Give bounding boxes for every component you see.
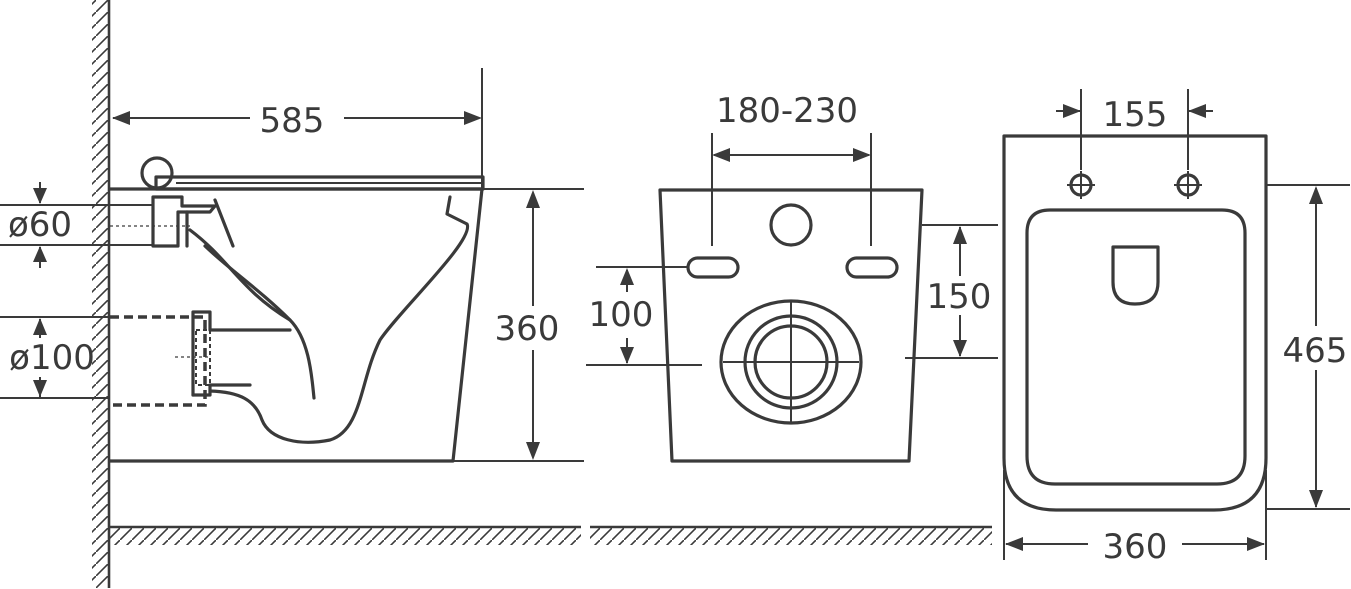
- bolt-slot-left: [686, 256, 740, 279]
- bolt-spacing-label: 180-230: [716, 91, 858, 131]
- outlet-connector: [191, 310, 292, 397]
- floor-left: [109, 525, 581, 545]
- top-view-outline: [1002, 134, 1268, 512]
- outlet-pipe-dashed: [110, 315, 207, 407]
- dim-360-top: [1003, 470, 1267, 560]
- top-width-label: 360: [1103, 527, 1168, 567]
- inlet-diameter-label: ø60: [8, 205, 72, 245]
- wall: [92, 0, 111, 588]
- floor-right: [590, 525, 992, 545]
- hinge-circle: [140, 156, 174, 190]
- side-height-label: 360: [495, 309, 560, 349]
- hole-spacing-label: 155: [1103, 95, 1168, 135]
- back-view-outline: [658, 188, 924, 463]
- fixing-hole-left: [1067, 171, 1095, 199]
- side-width-label: 585: [260, 101, 325, 141]
- top-view: [1002, 134, 1268, 512]
- dim-180-230: [711, 133, 872, 246]
- bolt-slot-right: [845, 256, 899, 279]
- outlet-diameter-label: ø100: [9, 338, 95, 378]
- inlet-connector: [151, 195, 217, 248]
- dim-155: [1056, 89, 1213, 170]
- dim-inlet: [0, 182, 152, 268]
- flush-opening: [1111, 245, 1160, 306]
- side-view: [108, 156, 485, 463]
- fixing-hole-right: [1174, 171, 1202, 199]
- dim-465: [1266, 184, 1350, 510]
- dim-150: [905, 224, 998, 359]
- outlet-height-label: 100: [589, 295, 654, 335]
- inlet-hole: [769, 203, 813, 247]
- dim-585: [112, 68, 483, 190]
- dim-360-side: [454, 188, 584, 462]
- length-label: 465: [1283, 331, 1348, 371]
- bolt-height-label: 150: [927, 277, 992, 317]
- dim-100: [586, 266, 702, 366]
- dim-outlet: [0, 316, 110, 399]
- seat-opening: [1025, 208, 1247, 486]
- back-view: [658, 188, 924, 463]
